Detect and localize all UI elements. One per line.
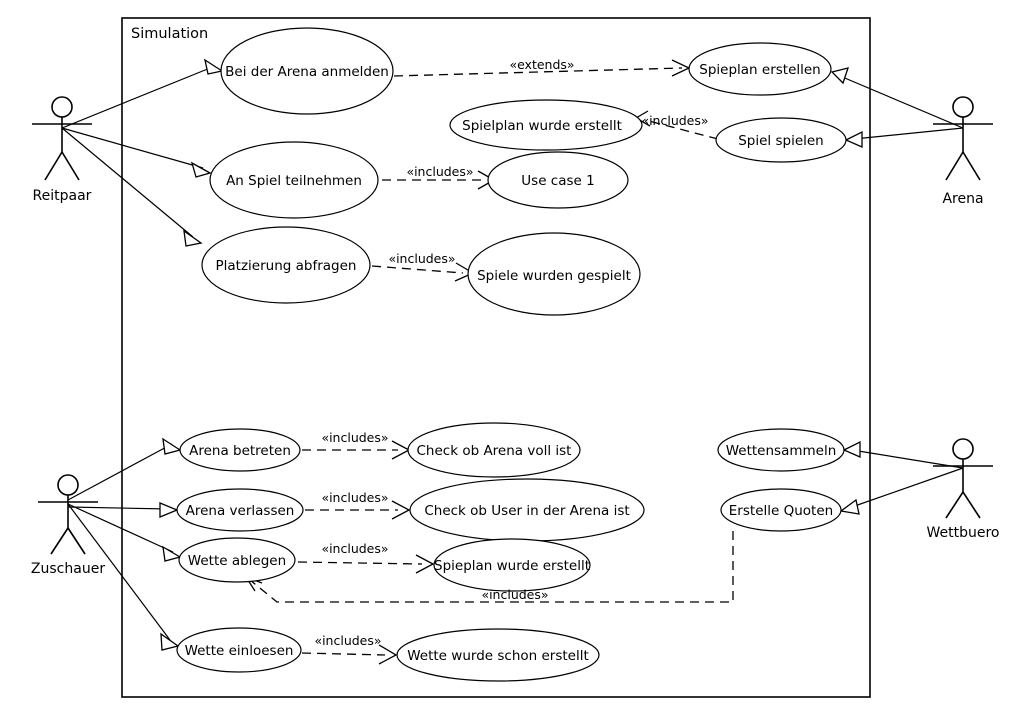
use-case-label: Check ob User in der Arena ist [424, 503, 629, 519]
use-case-platzierung-abfragen[interactable]: Platzierung abfragen [201, 226, 371, 304]
use-case-wette-einloesen[interactable]: Wette einloesen [176, 627, 302, 673]
stereotype-label-includes: «includes» [388, 251, 455, 266]
use-case-check-ob-user-in-der-arena-ist[interactable]: Check ob User in der Arena ist [409, 478, 645, 542]
actor-label: Zuschauer [31, 561, 105, 577]
use-case-label: Wette einloesen [185, 643, 294, 659]
actor-reitpaar[interactable]: Reitpaar [32, 96, 92, 204]
actor-zuschauer[interactable]: Zuschauer [31, 474, 105, 577]
use-case-label: Spiel spielen [738, 133, 824, 149]
use-case-label: Spieplan erstellen [699, 62, 821, 78]
use-case-label: Check ob Arena voll ist [417, 443, 572, 459]
use-case-label: Spiele wurden gespielt [477, 268, 631, 284]
actor-arena[interactable]: Arena [933, 96, 993, 207]
stereotype-label-includes: «includes» [406, 164, 473, 179]
assoc-wettbuero-wettensammeln [842, 440, 964, 469]
assoc-arena-spiel-spielen [844, 127, 964, 148]
stereotype-label-includes: «includes» [641, 113, 708, 128]
actor-label: Arena [942, 191, 983, 207]
assoc-reitpaar-anmelden [61, 58, 224, 129]
assoc-reitpaar-platzierung [61, 127, 203, 247]
actor-wettbuero[interactable]: Wettbuero [926, 438, 1000, 541]
actor-label: Wettbuero [926, 525, 999, 541]
use-case-label: Platzierung abfragen [216, 258, 357, 274]
use-case-wette-ablegen[interactable]: Wette ablegen [178, 537, 296, 583]
dep-arenaverlassen-includes-checkuser [305, 500, 411, 520]
assoc-zuschauer-arena-verlassen [67, 502, 179, 518]
stereotype-label-includes: «includes» [321, 490, 388, 505]
use-case-label: Wette ablegen [188, 553, 286, 569]
use-case-erstelle-quoten[interactable]: Erstelle Quoten [720, 488, 842, 532]
use-case-wette-wurde-schon-erstellt[interactable]: Wette wurde schon erstellt [396, 628, 600, 682]
use-case-bei-der-arena-anmelden[interactable]: Bei der Arena anmelden [220, 27, 394, 115]
stereotype-label-includes: «includes» [314, 633, 381, 648]
use-case-arena-verlassen[interactable]: Arena verlassen [176, 488, 304, 532]
dep-wetteeinloesen-includes-wetteschon [301, 644, 398, 665]
use-case-label: Wettensammeln [726, 443, 837, 459]
stereotype-label-includes: «includes» [321, 541, 388, 556]
use-case-label: An Spiel teilnehmen [226, 173, 362, 189]
use-case-arena-betreten[interactable]: Arena betreten [179, 428, 301, 472]
use-case-check-ob-arena-voll-ist[interactable]: Check ob Arena voll ist [407, 422, 581, 478]
use-case-use-case-1[interactable]: Use case 1 [487, 151, 629, 209]
assoc-zuschauer-wette-einloesen [67, 503, 180, 651]
use-case-label: Wette wurde schon erstellt [407, 648, 589, 664]
use-case-spiel-spielen[interactable]: Spiel spielen [715, 117, 847, 163]
use-case-spieplan-wurde-erstellt-bottom[interactable]: Spieplan wurde erstellt [433, 538, 591, 592]
use-case-label: Spielplan wurde erstellt [462, 118, 622, 134]
use-case-label: Erstelle Quoten [729, 503, 833, 519]
use-case-label: Bei der Arena anmelden [225, 64, 389, 80]
stereotype-label-includes: «includes» [481, 587, 548, 602]
stereotype-label-includes: «includes» [321, 430, 388, 445]
use-case-label: Arena betreten [189, 443, 291, 459]
use-case-spieplan-erstellen[interactable]: Spieplan erstellen [688, 42, 832, 96]
use-case-spielplan-wurde-erstellt-top[interactable]: Spielplan wurde erstellt [449, 99, 643, 151]
assoc-zuschauer-wette-ablegen [67, 503, 182, 562]
system-boundary-label: Simulation [131, 26, 208, 42]
dep-wetteablegen-includes-spielplanwurde2 [297, 554, 435, 574]
use-case-wettensammeln[interactable]: Wettensammeln [717, 428, 845, 472]
use-case-spiele-wurden-gespielt[interactable]: Spiele wurden gespielt [467, 232, 641, 316]
use-case-label: Spieplan wurde erstellt [434, 558, 590, 574]
use-case-label: Arena verlassen [186, 503, 295, 519]
actor-label: Reitpaar [33, 188, 92, 204]
assoc-arena-spielplan-erstellen [830, 67, 964, 129]
assoc-zuschauer-arena-betreten [67, 437, 182, 501]
use-case-an-spiel-teilnehmen[interactable]: An Spiel teilnehmen [209, 141, 379, 219]
stereotype-label-extends: «extends» [509, 57, 574, 72]
use-case-label: Use case 1 [521, 173, 594, 189]
assoc-wettbuero-erstelle-quoten [839, 467, 964, 515]
assoc-reitpaar-teilnehmen [61, 127, 212, 178]
